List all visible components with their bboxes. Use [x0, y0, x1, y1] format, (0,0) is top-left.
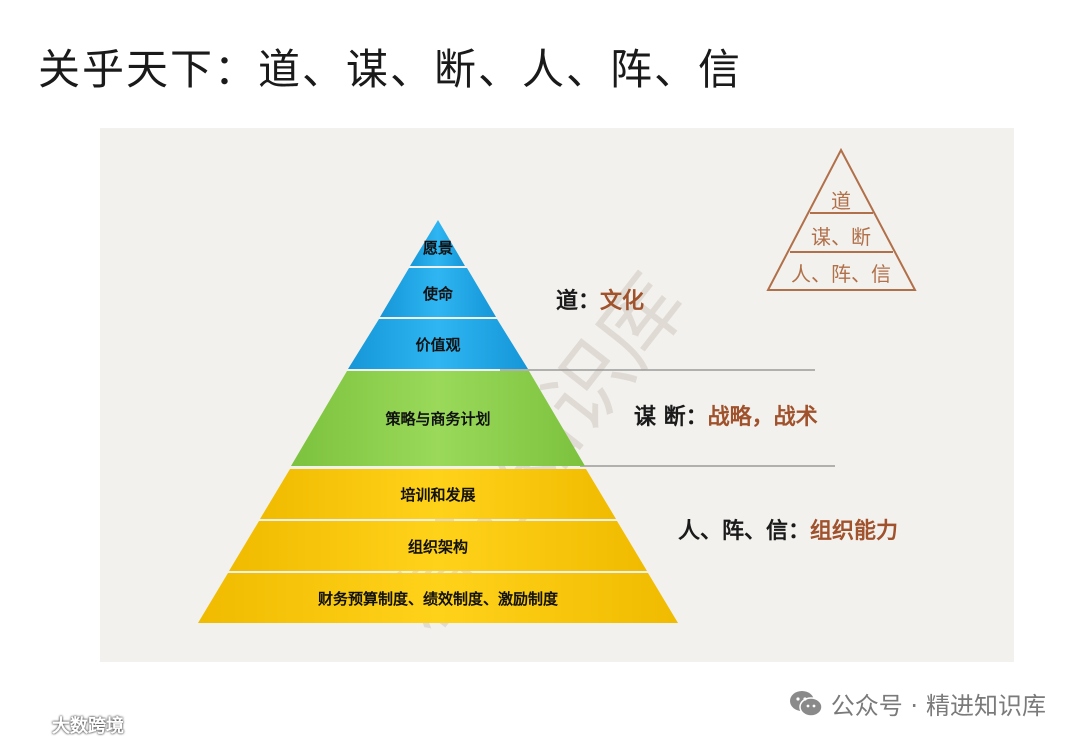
layer-label-values: 价值观 — [415, 336, 460, 354]
pyramid-layer-systems — [198, 573, 678, 623]
pyramid-layer-vision — [410, 220, 465, 266]
annotation-culture-key: 道： — [556, 288, 600, 314]
pyramid-layer-structure — [229, 521, 647, 571]
annotation-strategy: 谋 断：战略，战术 — [634, 404, 818, 430]
mini-pyramid-outline — [766, 147, 917, 291]
layer-label-systems: 财务预算制度、绩效制度、激励制度 — [318, 590, 559, 608]
annotation-capability-key: 人、阵、信： — [678, 518, 810, 544]
layer-label-mission: 使命 — [422, 285, 454, 303]
brand-logo-icon — [9, 719, 45, 731]
layer-label-structure: 组织架构 — [408, 538, 468, 556]
pyramid-layer-values — [348, 319, 528, 369]
annotation-culture: 道：文化 — [556, 288, 644, 314]
mini-pyramid-row-3: 人、阵、信 — [791, 262, 891, 286]
pyramid-layer-strategy — [291, 371, 585, 466]
footer-brand-name: 精进知识库 — [926, 692, 1046, 720]
annotation-strategy-value: 战略，战术 — [708, 404, 818, 430]
layer-label-training: 培训和发展 — [400, 486, 475, 504]
mini-pyramid-row-1: 道 — [831, 189, 851, 213]
page-title: 关乎天下：道、谋、断、人、阵、信 — [38, 45, 743, 94]
pyramid-layer-mission — [380, 268, 496, 317]
annotation-strategy-key: 谋 断： — [634, 404, 708, 430]
pyramid-layer-training — [260, 469, 616, 519]
mini-pyramid-row-2: 谋、断 — [811, 225, 871, 249]
footer-brand-prefix: 公众号 · — [830, 692, 918, 720]
layer-label-strategy: 策略与商务计划 — [384, 410, 490, 428]
footer-brand: 公众号 · 精进知识库 — [789, 686, 1046, 721]
footer-left-watermark: 大数跨境 — [8, 712, 124, 738]
layer-label-vision: 愿景 — [423, 239, 453, 257]
annotation-capability-value: 组织能力 — [810, 518, 898, 544]
footer-left-label: 大数跨境 — [52, 716, 124, 737]
annotation-capability: 人、阵、信：组织能力 — [678, 518, 898, 544]
annotation-culture-value: 文化 — [600, 288, 644, 314]
wechat-icon — [789, 690, 823, 717]
